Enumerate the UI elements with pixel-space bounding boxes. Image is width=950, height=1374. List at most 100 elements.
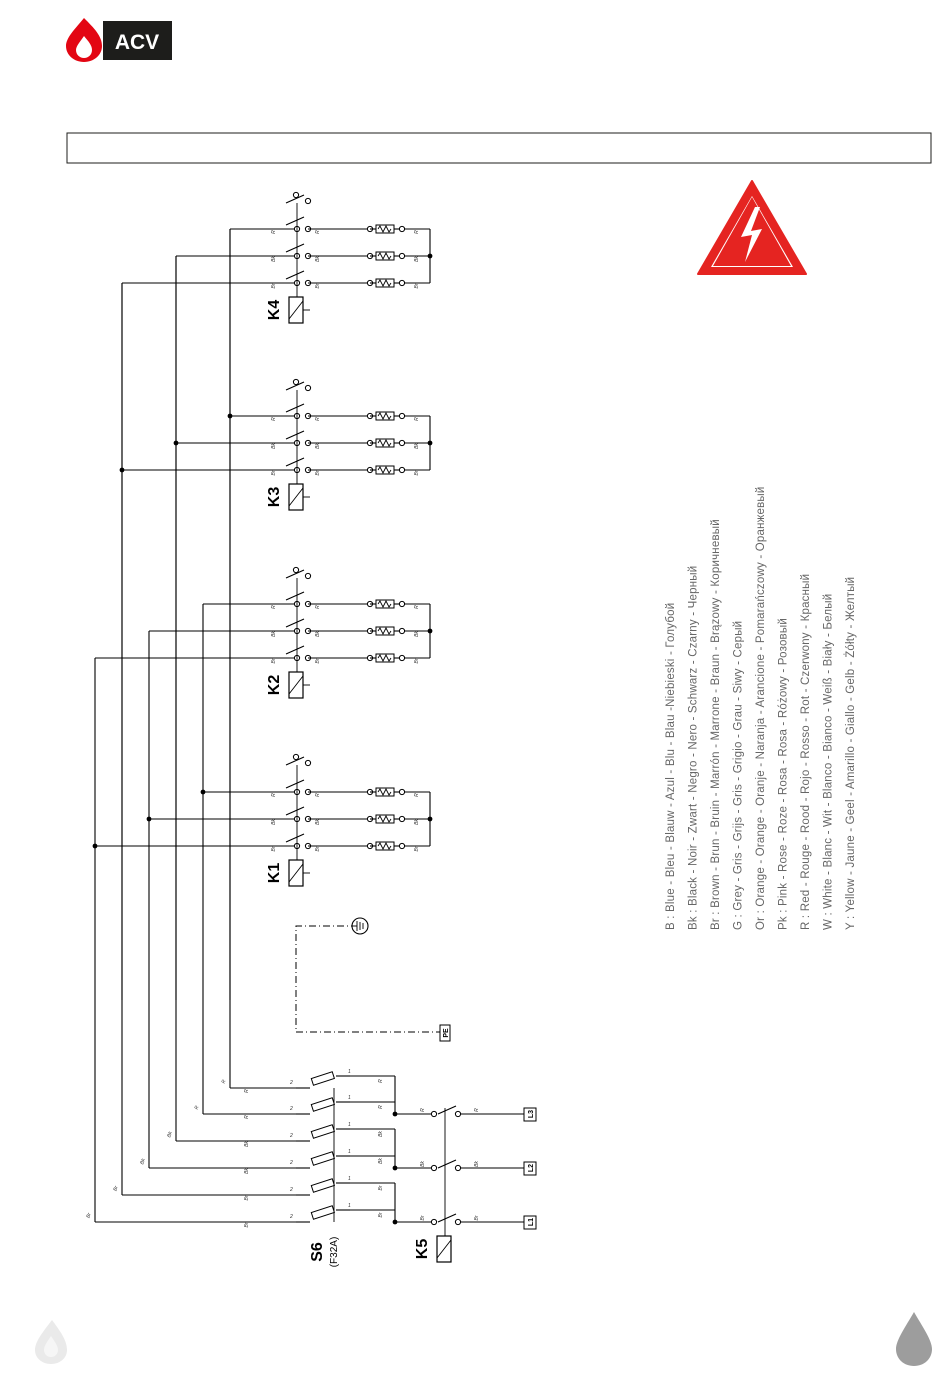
wire-code-label: Bk — [244, 1141, 250, 1147]
fuse-body — [310, 1097, 336, 1112]
fuse-terminal-number: 2 — [289, 1160, 293, 1166]
wire-code-label: Br — [315, 658, 321, 663]
terminal — [398, 600, 406, 608]
fuse-terminal-number: 1 — [348, 1122, 351, 1128]
wire-code-label: Bk — [271, 443, 277, 449]
aux-contact — [285, 756, 305, 766]
junction-dot — [92, 843, 98, 849]
wire-code-label: Br — [414, 283, 420, 288]
coil-slash — [288, 300, 304, 320]
legend-item: W : White - Blanc - Wit - Blanco - Bianc… — [823, 594, 835, 930]
contact-blade — [285, 270, 305, 280]
flame-watermark-icon — [35, 1320, 67, 1364]
terminal — [292, 753, 300, 761]
wire-code-label: R — [221, 1079, 228, 1085]
fuse-terminal-number: 1 — [348, 1149, 351, 1155]
legend-item: R : Red - Rouge - Rood - Rojo - Rosso - … — [800, 574, 812, 930]
contact-blade — [285, 779, 305, 789]
terminal — [398, 279, 406, 287]
wire-code-label: Bk — [271, 631, 277, 637]
wire-code-label: Bk — [378, 1158, 384, 1164]
fuse-terminal-number: 1 — [348, 1095, 351, 1101]
line-terminal-label: L2 — [528, 1164, 535, 1172]
legend-item: B : Blue - Bleu - Blauw - Azul - Blu - B… — [665, 603, 677, 930]
wire-code-label: Br — [414, 846, 420, 851]
wire-code-label: R — [271, 793, 277, 797]
wire-code-label: Br — [378, 1185, 384, 1190]
terminal — [398, 627, 406, 635]
wire-code-label: Br — [315, 846, 321, 851]
junction-dot — [146, 816, 152, 822]
wire-code-label: Br — [271, 658, 277, 663]
terminal — [398, 654, 406, 662]
wire-code-label: Br — [315, 283, 321, 288]
line-terminal-box — [523, 1215, 537, 1230]
contactor-label-k1: K1 — [266, 863, 283, 884]
wire-code-label: Br — [414, 658, 420, 663]
aux-contact — [285, 194, 305, 204]
logo-text: ACV — [115, 31, 159, 54]
contact-blade — [285, 618, 305, 628]
wire-code-label: R — [378, 1105, 384, 1109]
acv-logo: ACV — [66, 18, 172, 62]
junction-dot — [427, 253, 433, 259]
fuse-rating: (F32A) — [329, 1237, 340, 1268]
wire-code-label: Bk — [271, 819, 277, 825]
contactor-label-k4: K4 — [266, 300, 283, 321]
coil-slash — [288, 675, 304, 695]
wire-code-label: Br — [271, 846, 277, 851]
coil-slash — [436, 1239, 452, 1259]
line-terminal-label: L1 — [528, 1218, 535, 1226]
wire-code-label: R — [414, 230, 420, 234]
terminal — [304, 197, 312, 205]
junction-dot — [173, 440, 179, 446]
fuse-terminal-number: 1 — [348, 1069, 351, 1075]
heating-element-zigzag — [377, 787, 392, 797]
heating-element-zigzag — [377, 438, 392, 448]
terminal — [292, 378, 300, 386]
terminal — [304, 572, 312, 580]
wire-code-label: R — [271, 417, 277, 421]
terminal — [398, 412, 406, 420]
contact-blade — [285, 243, 305, 253]
fuse-terminal-number: 1 — [348, 1176, 351, 1182]
junction-dot — [427, 628, 433, 634]
terminal — [398, 225, 406, 233]
terminal — [304, 384, 312, 392]
wire-code-label: Bk — [414, 631, 420, 637]
logo-box — [103, 21, 172, 60]
fuse-terminal-number: 2 — [289, 1187, 293, 1193]
wire-code-label: R — [315, 230, 321, 234]
wire-code-label: R — [315, 605, 321, 609]
coil-slash — [288, 863, 304, 883]
wire-code-label: Bk — [414, 256, 420, 262]
contactor-label-k5: K5 — [414, 1239, 431, 1260]
title-box — [66, 132, 932, 164]
contact-blade — [285, 403, 305, 413]
fuse-terminal-number: 1 — [348, 1203, 351, 1209]
fuse-terminal-number: 2 — [289, 1214, 293, 1220]
legend-item: G : Grey - Gris - Grijs - Gris - Grigio … — [733, 621, 745, 930]
heating-element-zigzag — [377, 224, 392, 234]
wire-code-label: R — [244, 1089, 250, 1093]
wire-code-label: Bk — [315, 631, 321, 637]
junction-dot — [427, 816, 433, 822]
terminal — [398, 252, 406, 260]
line-terminal-box — [523, 1107, 537, 1122]
aux-contact — [285, 569, 305, 579]
wire-code-label: R — [194, 1105, 201, 1111]
terminal — [398, 466, 406, 474]
earth-wire — [295, 925, 440, 1033]
heating-element-zigzag — [377, 278, 392, 288]
wire-code-label: Bk — [315, 256, 321, 262]
fuse-label: S6 — [309, 1242, 326, 1262]
wire-code-label: Bk — [244, 1168, 250, 1174]
heating-element-zigzag — [377, 251, 392, 261]
legend-item: Or : Orange - Orange - Oranje - Naranja … — [755, 486, 767, 930]
terminal — [292, 566, 300, 574]
wire-code-label: Br — [244, 1222, 250, 1227]
heating-element-zigzag — [377, 653, 392, 663]
contactor-label-k3: K3 — [266, 487, 283, 508]
legend-item: Y : Yellow - Jaune - Geel - Amarillo - G… — [844, 577, 857, 930]
terminal — [454, 1110, 462, 1118]
